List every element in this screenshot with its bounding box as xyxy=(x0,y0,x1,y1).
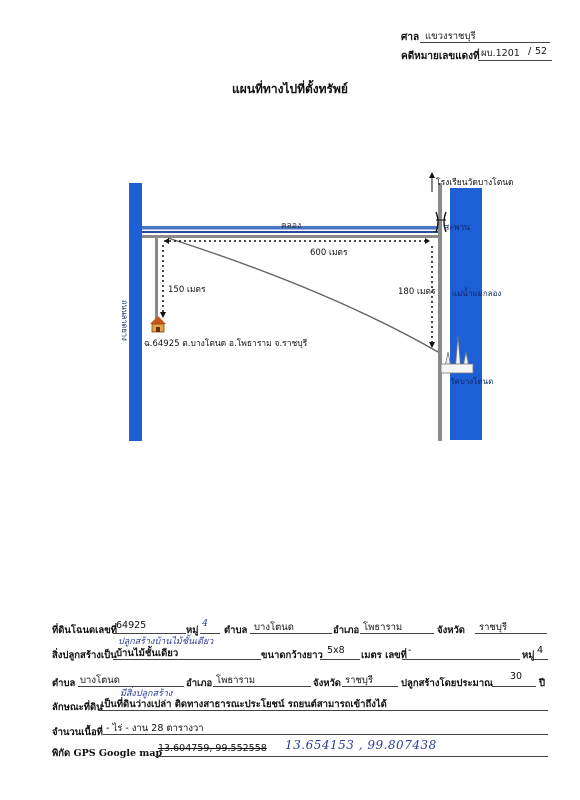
dist-150-label: 150 เมตร xyxy=(168,285,206,295)
river-label: แม่น้ำแม่กลอง xyxy=(452,289,502,298)
gps-label: พิกัด GPS Google map xyxy=(52,748,163,759)
amphoe2-label: อำเภอ xyxy=(186,678,213,689)
branch-road xyxy=(155,238,158,323)
house-icon xyxy=(150,316,166,333)
school-label: โรงเรียนวัดบางโตนด xyxy=(436,178,514,188)
court-label: ศาล xyxy=(401,32,420,43)
deed-label: ที่ดินโฉนดเลขที่ xyxy=(52,625,117,636)
size-label: ขนาดกว้างยาว xyxy=(261,650,323,661)
amphoe2-value: โพธาราม xyxy=(216,675,256,686)
case-number: ผบ.1201 xyxy=(481,48,520,59)
province2-label: จังหวัด xyxy=(313,678,341,689)
size-unit: เมตร เลขที่ xyxy=(361,650,407,661)
building-value: บ้านไม้ชั้นเดียว xyxy=(116,648,179,659)
built-value: 30 xyxy=(510,671,523,682)
amphoe-value: โพธาราม xyxy=(363,622,403,633)
canal-label: คลอง xyxy=(281,221,302,231)
property-label: ฉ.64925 ต.บางโตนด อ.โพธาราม จ.ราชบุรี xyxy=(144,339,308,349)
province-label: จังหวัด xyxy=(437,625,465,636)
left-road xyxy=(129,183,142,441)
tambon2-value: บางโตนด xyxy=(80,675,120,686)
tambon-label: ตำบล xyxy=(224,625,248,636)
bridge-icon xyxy=(435,211,447,233)
curve-route xyxy=(167,237,439,353)
moo-label: หมู่ xyxy=(186,625,199,636)
court-underline xyxy=(420,42,550,43)
moo2-value: 4 xyxy=(537,645,544,656)
area-label: จำนวนเนื้อที่ xyxy=(52,727,103,738)
deed-value: 64925 xyxy=(116,620,147,631)
case-underline xyxy=(478,60,552,61)
province-value: ราชบุรี xyxy=(479,622,508,633)
hand-note-1: ปลูกสร้างบ้านไม้ชั้นเดียว xyxy=(118,637,214,647)
size-value: 5x8 xyxy=(327,645,345,656)
access-road xyxy=(142,235,440,238)
hand-note-2: มีสิ่งปลูกสร้าง xyxy=(120,689,173,699)
area-value: - ไร่ - งาน 28 ตารางวา xyxy=(106,723,204,734)
built-unit: ปี xyxy=(539,678,546,689)
case-label: คดีหมายเลขแดงที่ xyxy=(401,51,480,62)
house-number: - xyxy=(408,645,412,656)
province2-value: ราชบุรี xyxy=(345,675,374,686)
moo-value: 4 xyxy=(202,618,209,629)
built-label: ปลูกสร้างโดยประมาณ xyxy=(401,678,493,689)
river xyxy=(450,188,482,440)
tambon2-label: ตำบล xyxy=(52,678,76,689)
canal-top-edge xyxy=(142,226,442,230)
temple-label: วัดบางโตนด xyxy=(450,377,494,386)
court-value: แขวงราชบุรี xyxy=(425,31,476,42)
building-label: สิ่งปลูกสร้างเป็น xyxy=(52,650,117,661)
school-arrow-head xyxy=(429,172,435,178)
gps-new-value: 13.654153 , 99.807438 xyxy=(285,738,437,752)
nature-value: เป็นที่ดินว่างเปล่า ติดทางสาธารณะประโยชน… xyxy=(101,699,387,710)
canal-line xyxy=(142,231,442,233)
case-slash: / xyxy=(528,46,532,57)
gps-old-value: 13.604759, 99.552558 xyxy=(158,743,267,754)
bridge-label: สะพาน xyxy=(444,223,470,233)
dist-600-label: 600 เมตร xyxy=(310,248,348,258)
moo2-label: หมู่ xyxy=(522,650,535,661)
page-title: แผนที่ทางไปที่ตั้งทรัพย์ xyxy=(232,82,348,96)
dist-180-label: 180 เมตร xyxy=(398,287,436,297)
case-year: 52 xyxy=(535,46,548,57)
nature-label: ลักษณะที่ดิน xyxy=(52,702,103,713)
amphoe-label: อำเภอ xyxy=(333,625,360,636)
tambon-value: บางโตนด xyxy=(254,622,294,633)
temple-icon xyxy=(440,335,474,374)
right-road xyxy=(438,183,442,441)
road-label: ถนนลาดยาง xyxy=(120,300,129,341)
